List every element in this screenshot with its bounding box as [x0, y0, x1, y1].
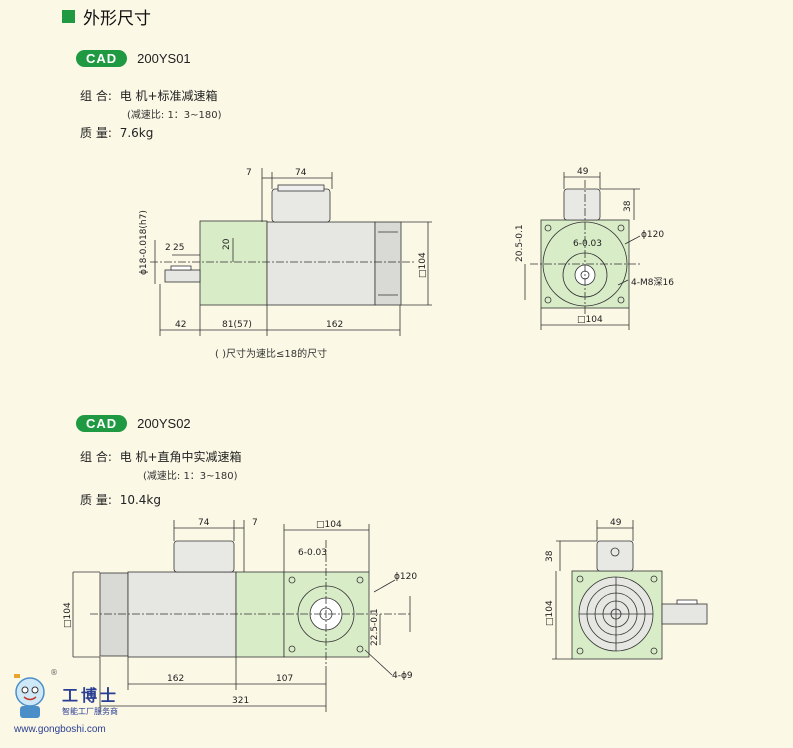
dim-7: 7: [246, 168, 252, 178]
dim-42: 42: [175, 320, 186, 330]
dim-81: 81(57): [222, 320, 252, 330]
dim-74: 74: [198, 518, 210, 528]
weight-label: 质 量:: [80, 493, 112, 507]
logo-url[interactable]: www.gongboshi.com: [14, 724, 106, 735]
combo-label: 组 合:: [80, 450, 112, 464]
dim-phi120: ϕ120: [641, 230, 664, 240]
dim-74: 74: [295, 168, 307, 178]
dim-104: □104: [418, 252, 428, 278]
gearbox-body: [199, 220, 268, 306]
dim-49: 49: [610, 518, 622, 528]
model-number: 200YS02: [137, 416, 191, 431]
dim-m8: 4-M8深16: [631, 277, 674, 288]
dim-6: 6-0.03: [298, 548, 327, 558]
combo-row: 组 合: 电 机+直角中实减速箱: [80, 448, 242, 465]
dim-38: 38: [545, 550, 555, 562]
model-number: 200YS01: [137, 51, 191, 66]
dim-107: 107: [276, 674, 293, 684]
terminal-box: [173, 540, 235, 573]
motor-body: [127, 571, 237, 658]
cad-button[interactable]: CAD: [76, 50, 128, 67]
combo-row: 组 合: 电 机+标准减速箱: [80, 87, 218, 104]
page-title: 外形尺寸: [83, 9, 151, 29]
dim-7: 7: [252, 518, 258, 528]
motor-end-cap: [99, 572, 129, 657]
combo-label: 组 合:: [80, 89, 112, 103]
cad-button[interactable]: CAD: [76, 415, 128, 432]
dimension-note: ( )尺寸为速比≤18的尺寸: [215, 349, 328, 360]
weight-value: 10.4kg: [119, 493, 161, 507]
dim-104: □104: [545, 600, 555, 626]
ratio-note: (减速比: 1：3~180): [143, 471, 238, 482]
logo-name: 工博士: [62, 686, 120, 705]
dim-shaft: ϕ18-0.018(h7): [139, 210, 149, 275]
weight-row: 质 量: 7.6kg: [80, 124, 153, 141]
output-shaft: [661, 603, 708, 625]
weight-label: 质 量:: [80, 126, 112, 140]
dim-25: 25: [173, 243, 184, 253]
product-1-header: CAD 200YS01: [76, 50, 191, 67]
ratio-note: (减速比: 1：3~180): [127, 110, 222, 121]
combo-value: 电 机+直角中实减速箱: [119, 450, 242, 464]
gearbox-neck: [235, 571, 285, 658]
dim-104-left: □104: [63, 602, 73, 628]
motor-body: [266, 221, 376, 306]
dim-holes: 4-ϕ9: [392, 671, 413, 681]
terminal-box: [563, 188, 601, 221]
dim-38: 38: [623, 200, 633, 212]
dim-104: □104: [577, 315, 603, 325]
dim-49: 49: [577, 167, 589, 177]
dim-162: 162: [167, 674, 184, 684]
robot-mascot-icon: [14, 674, 45, 718]
dim-104-top: □104: [316, 520, 342, 530]
logo-subtitle: 智能工厂服务商: [62, 707, 118, 716]
dim-162: 162: [326, 320, 343, 330]
weight-row: 质 量: 10.4kg: [80, 491, 161, 508]
heading-bullet: [62, 10, 75, 23]
dim-321: 321: [232, 696, 249, 706]
dim-2: 2: [165, 243, 171, 253]
combo-value: 电 机+标准减速箱: [119, 89, 218, 103]
dim-22-5: 22.5-0.1: [370, 608, 380, 646]
motor-end-cap: [374, 221, 402, 306]
product-2-header: CAD 200YS02: [76, 415, 191, 432]
dim-phi120: ϕ120: [394, 572, 417, 582]
weight-value: 7.6kg: [119, 126, 154, 140]
dim-20: 20: [222, 238, 232, 250]
registered-mark: ®: [50, 668, 58, 677]
dim-6: 6-0.03: [573, 239, 602, 249]
section-heading: 外形尺寸: [62, 4, 151, 29]
dim-20-5: 20.5-0.1: [515, 224, 525, 262]
gongboshi-logo: [8, 668, 148, 742]
